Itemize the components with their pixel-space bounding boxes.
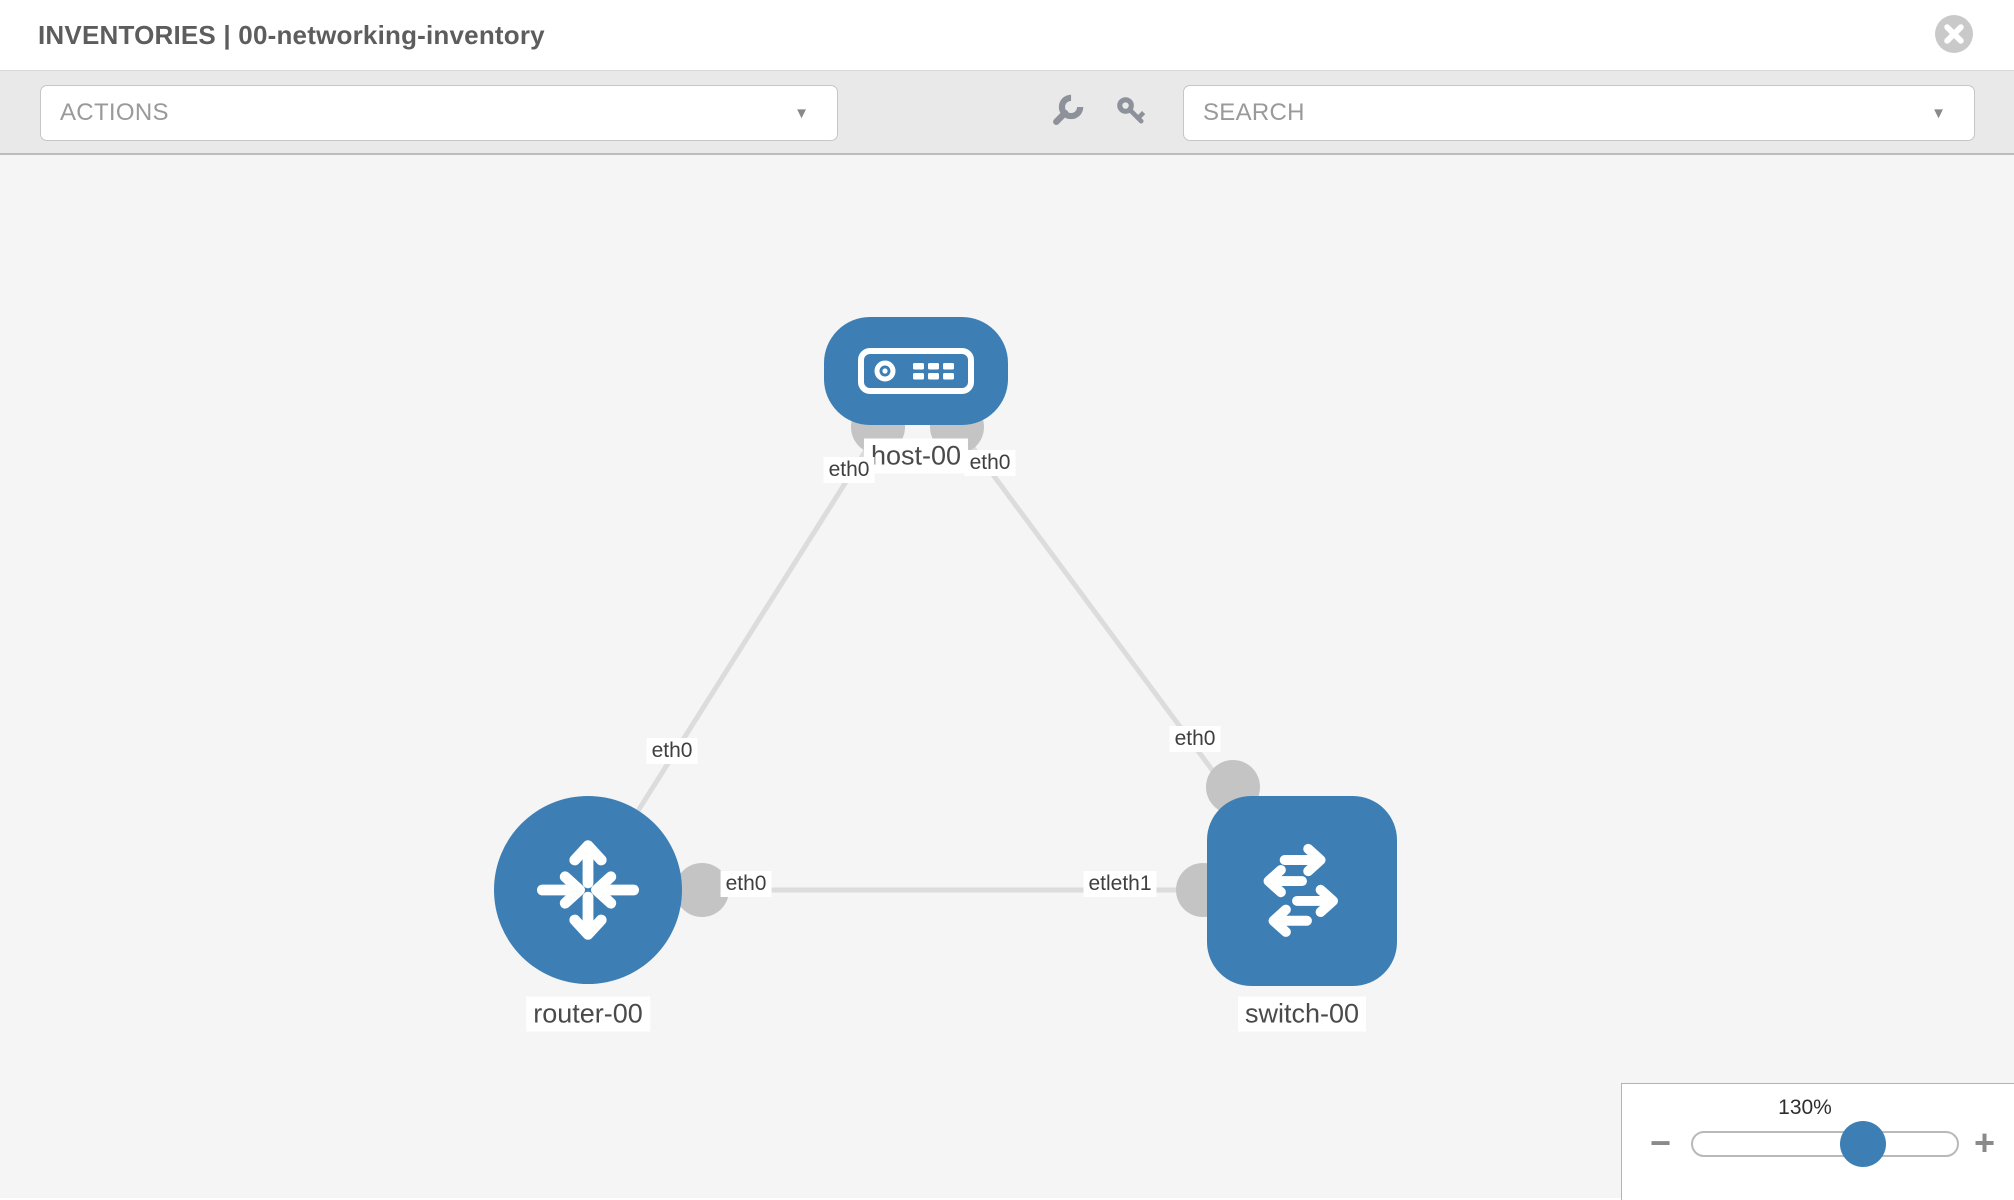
interface-label: eth0 — [964, 450, 1016, 476]
page-title: INVENTORIES | 00-networking-inventory — [38, 20, 545, 50]
interface-label: etleth1 — [1083, 871, 1157, 897]
chevron-down-icon: ▼ — [1931, 104, 1946, 122]
node-label-router: router-00 — [526, 996, 650, 1032]
actions-dropdown[interactable]: ACTIONS ▼ — [40, 85, 838, 141]
node-label-switch: switch-00 — [1237, 996, 1367, 1032]
close-button[interactable] — [1935, 15, 1973, 53]
interface-label: eth0 — [823, 457, 875, 483]
wrench-icon — [1053, 94, 1084, 125]
switch-icon — [1263, 843, 1338, 937]
interface-connector — [675, 863, 729, 917]
chevron-down-icon: ▼ — [794, 104, 809, 122]
node-switch-00[interactable] — [1207, 796, 1397, 986]
search-dropdown[interactable]: SEARCH ▼ — [1183, 85, 1975, 141]
zoom-slider-thumb[interactable] — [1840, 1121, 1887, 1167]
topology-links-layer — [585, 369, 1305, 917]
node-label-host: host-00 — [863, 438, 969, 474]
node-host-00[interactable] — [824, 317, 1008, 425]
zoom-slider[interactable] — [1691, 1121, 1959, 1167]
interface-label: eth0 — [1169, 726, 1221, 752]
zoom-level: 130% — [1778, 1096, 1832, 1119]
router-icon — [537, 840, 639, 940]
zoom-out-button[interactable]: − — [1650, 1122, 1672, 1163]
node-router-00[interactable] — [494, 796, 682, 984]
zoom-panel: 130% − + — [1621, 1083, 2014, 1200]
toolbar: ACTIONS ▼ SEARCH ▼ — [0, 71, 2014, 155]
header: INVENTORIES | 00-networking-inventory — [0, 0, 2014, 71]
interface-label: eth0 — [720, 871, 772, 897]
actions-dropdown-label: ACTIONS — [60, 99, 169, 126]
topology-canvas[interactable]: host-00 router-00 switch-00 eth0 eth0 et… — [0, 155, 2014, 1200]
interface-label: eth0 — [646, 738, 698, 764]
zoom-in-button[interactable]: + — [1974, 1122, 1996, 1163]
search-dropdown-label: SEARCH — [1203, 99, 1305, 126]
key-button[interactable] — [1113, 93, 1153, 133]
wrench-button[interactable] — [1045, 93, 1085, 133]
key-icon — [1117, 97, 1146, 124]
host-icon — [858, 348, 974, 394]
close-icon — [1935, 15, 1973, 53]
